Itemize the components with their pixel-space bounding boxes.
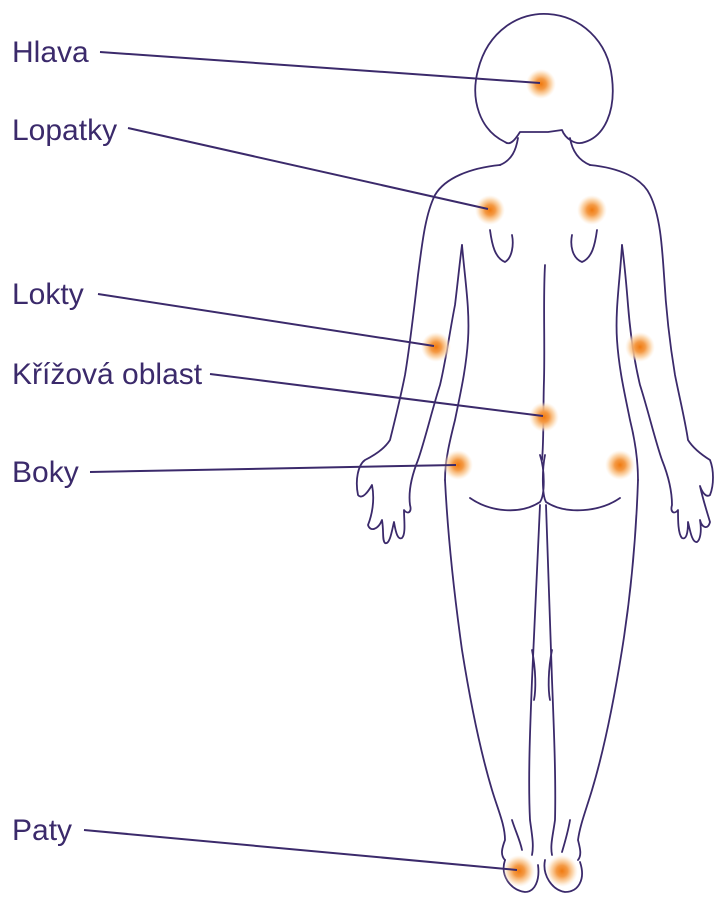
leader-lopatky [128, 128, 488, 209]
marker-heel-left [503, 855, 535, 887]
leader-boky [90, 465, 456, 472]
label-boky: Boky [12, 456, 79, 489]
label-paty: Paty [12, 814, 72, 847]
marker-elbow-left [421, 332, 451, 362]
leader-lines [84, 52, 543, 870]
marker-heel-right [546, 855, 578, 887]
leader-lokty [98, 294, 434, 346]
marker-elbow-right [625, 332, 655, 362]
waist-outline [445, 245, 468, 480]
shoulder-blade-left [490, 230, 513, 262]
pressure-markers [421, 69, 655, 887]
labels: Hlava Lopatky Lokty Křížová oblast Boky … [12, 36, 203, 847]
label-hlava: Hlava [12, 36, 89, 69]
label-lopatky: Lopatky [12, 114, 117, 147]
marker-head [526, 69, 556, 99]
buttocks-outline [470, 455, 620, 510]
body-figure [357, 14, 713, 892]
knee-lines [532, 650, 552, 700]
label-krizova: Křížová oblast [12, 358, 203, 391]
leg-inner-right [546, 505, 555, 855]
marker-shoulder-left [475, 195, 505, 225]
marker-shoulder-right [577, 195, 607, 225]
marker-sacrum [529, 402, 559, 432]
leader-hlava [100, 52, 540, 83]
leg-right-outline [578, 480, 638, 860]
leader-krizova [210, 374, 543, 416]
leg-left-outline [445, 480, 505, 860]
shoulder-blade-right [571, 230, 597, 262]
leader-paty [84, 830, 517, 870]
marker-hip-right [605, 450, 635, 480]
label-lokty: Lokty [12, 278, 84, 311]
